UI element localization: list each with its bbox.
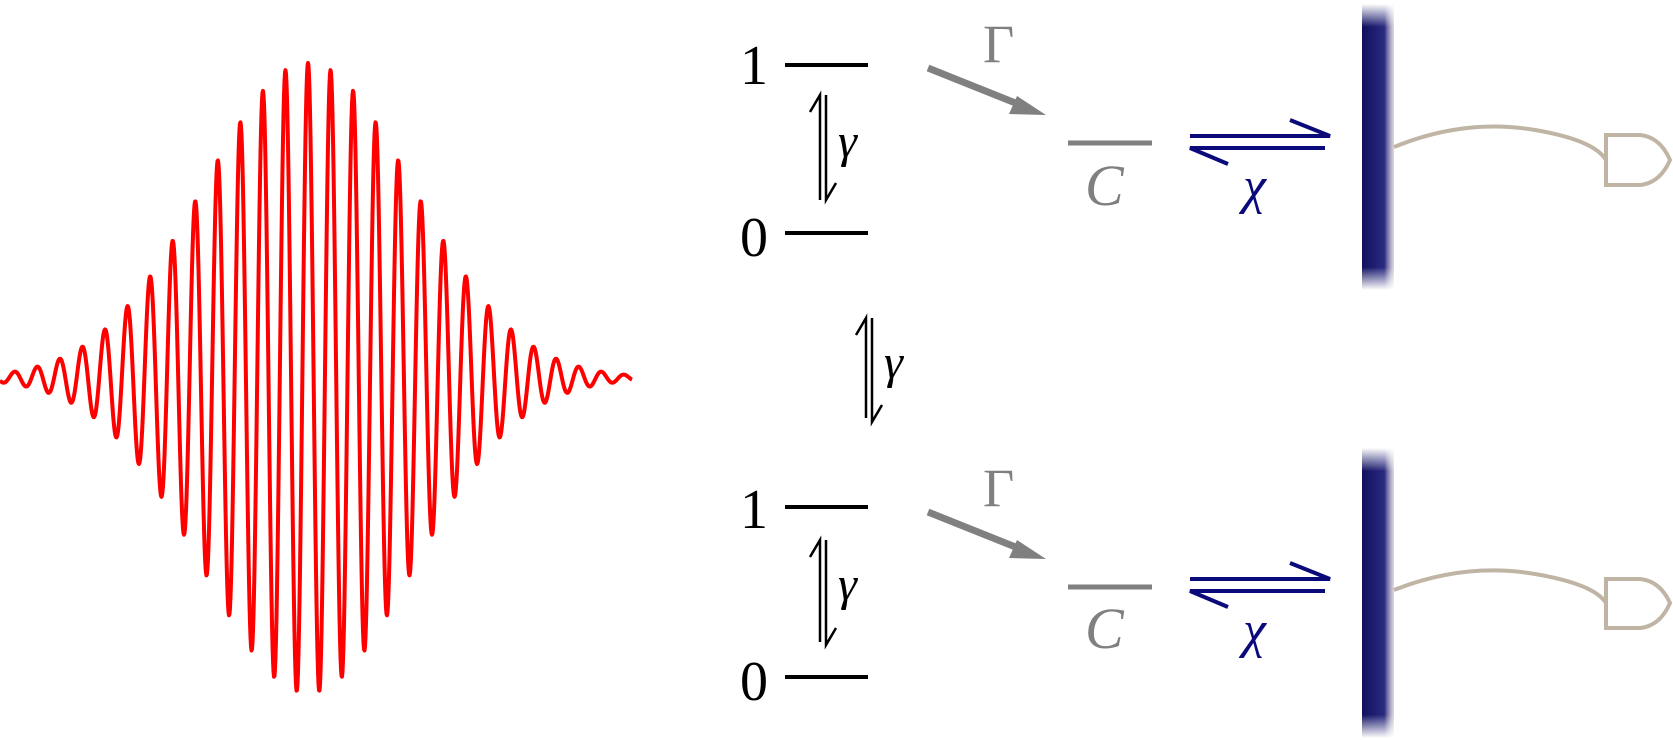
internal-rate-label: γ [838, 558, 858, 611]
decay-arrow [926, 508, 1030, 556]
coupling-label: χ [1238, 602, 1267, 659]
internal-rate-label: γ [838, 115, 858, 168]
inter-system-rate-label: γ [884, 336, 904, 389]
system-top: 1 0 γ Γ C χ [740, 4, 1673, 290]
photodetector-icon [1604, 577, 1673, 630]
internal-transition-arrows [808, 535, 838, 650]
mirror-fade [1362, 448, 1396, 738]
level-1-label: 1 [740, 35, 768, 97]
fiber [1393, 124, 1608, 162]
cavity-label: C [1085, 596, 1125, 661]
level-0-label: 0 [740, 651, 768, 713]
level-1-label: 1 [740, 479, 768, 541]
internal-transition-arrows [808, 90, 838, 205]
photodetector-icon [1604, 133, 1673, 187]
inter-system-arrows [854, 313, 884, 427]
decay-arrowhead [1009, 96, 1046, 115]
decay-arrow [926, 64, 1030, 112]
cavity-label: C [1085, 153, 1125, 218]
coupling-arrows [1189, 118, 1331, 166]
fiber [1393, 568, 1608, 605]
system-bottom: 1 0 γ Γ C χ [740, 448, 1673, 738]
wave-packet [0, 61, 634, 693]
decay-arrowhead [1009, 540, 1046, 559]
decay-rate-label: Γ [983, 14, 1014, 74]
mirror-fade [1362, 4, 1396, 290]
coupling-label: χ [1238, 158, 1267, 215]
coupling-arrows [1189, 561, 1331, 609]
decay-rate-label: Γ [983, 458, 1014, 518]
level-0-label: 0 [740, 207, 768, 269]
